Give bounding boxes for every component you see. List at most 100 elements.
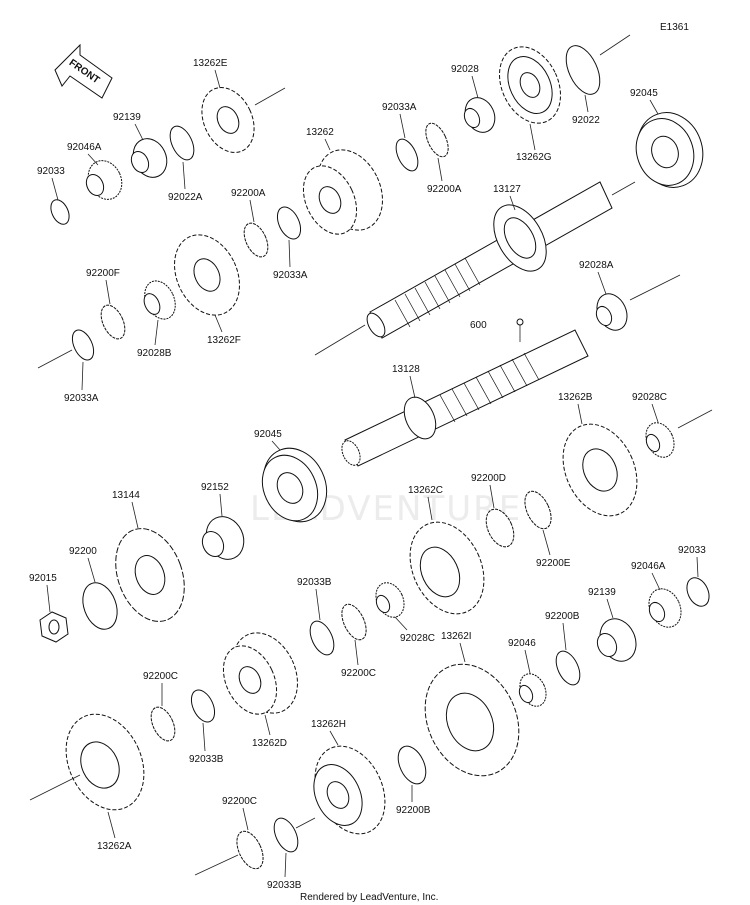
washer-92022A — [169, 125, 195, 161]
needle-bearing-92046A-lower — [648, 588, 682, 628]
part-label: 92033B — [297, 577, 332, 588]
part-label: 92028B — [137, 348, 172, 359]
circlip-92033B-bottom — [273, 817, 299, 853]
part-label: 92045 — [254, 429, 282, 440]
part-label: 92033 — [678, 545, 706, 556]
part-label: 92028 — [451, 64, 479, 75]
diagram-code: E1361 — [660, 22, 689, 33]
part-label: 13262G — [516, 152, 552, 163]
part-label: 13262A — [97, 841, 132, 852]
part-label: 92033B — [189, 754, 224, 765]
gear-13262H — [313, 745, 386, 835]
part-label: 13262B — [558, 392, 593, 403]
part-label: 13262I — [441, 631, 472, 642]
part-label: 92033A — [382, 102, 417, 113]
part-label: 92028A — [579, 260, 614, 271]
leader-lines — [46, 69, 699, 878]
part-label: 92200C — [143, 671, 178, 682]
needle-bearing-92046 — [518, 673, 547, 707]
part-label: 13262E — [193, 58, 228, 69]
part-label: 92200C — [222, 796, 257, 807]
collar-92152 — [201, 516, 245, 560]
sprocket-13144 — [115, 528, 185, 622]
washer-92200 — [82, 582, 118, 630]
part-number-labels: 13262E 92139 92046A 92033 92022A 13262 9… — [29, 58, 706, 891]
part-label: 92200B — [396, 805, 431, 816]
part-label: 92033A — [64, 393, 99, 404]
output-shaft-13127 — [314, 181, 636, 356]
part-label: 92200C — [341, 668, 376, 679]
washer-92200C-bottom — [236, 830, 264, 870]
part-label: 92033A — [273, 270, 308, 281]
washer-92200A-upper — [425, 122, 449, 158]
bushing-92028C-mid — [375, 582, 405, 618]
part-label: 92139 — [113, 112, 141, 123]
bushing-92028 — [463, 97, 496, 133]
needle-bearing-92046A-upper — [85, 160, 123, 200]
part-label: 92028C — [632, 392, 667, 403]
part-label: 13127 — [493, 184, 521, 195]
part-label: 92028C — [400, 633, 435, 644]
front-arrow-icon: FRONT — [54, 43, 113, 99]
washer-92200E — [524, 490, 552, 530]
bearing-92045-lower — [261, 447, 328, 523]
part-label: 13262C — [408, 485, 443, 496]
bushing-92139-lower — [596, 618, 637, 662]
washer-92200B-right — [555, 650, 581, 686]
nut-92015 — [39, 611, 69, 643]
part-label: 92200B — [545, 611, 580, 622]
washer-92200C-left — [150, 706, 176, 742]
circlip-92033A-lower — [71, 329, 95, 361]
part-label: 92015 — [29, 573, 57, 584]
washer-92200A-mid — [243, 222, 269, 258]
circlip-92033B-left — [190, 689, 216, 723]
part-label: 92139 — [588, 587, 616, 598]
part-label: 92200F — [86, 268, 120, 279]
gear-13262 — [302, 149, 383, 235]
circlip-92033B-mid — [309, 620, 335, 656]
input-shaft-13128 — [341, 318, 589, 467]
washer-92200F — [100, 304, 126, 340]
bushing-92028C-upper — [645, 409, 713, 458]
part-label: 92046A — [67, 142, 102, 153]
part-label: 92022 — [572, 115, 600, 126]
part-label: 92022A — [168, 192, 203, 203]
part-label: 13262F — [207, 335, 241, 346]
circlip-92033-upper — [50, 199, 70, 225]
part-label: 92033B — [267, 880, 302, 891]
gear-13262E — [201, 87, 286, 153]
part-label: 92200E — [536, 558, 571, 569]
bearing-92045-upper — [635, 112, 704, 188]
gear-13262B — [562, 423, 638, 517]
washer-92200D — [485, 508, 515, 548]
part-label: 92045 — [630, 88, 658, 99]
circlip-92033-lower — [686, 577, 710, 607]
part-label: 13262D — [252, 738, 287, 749]
bushing-92028A — [595, 274, 681, 331]
part-label: 13144 — [112, 490, 140, 501]
circlip-92033A-mid — [276, 206, 302, 240]
bushing-92028B — [143, 280, 176, 320]
part-label: 92046 — [508, 638, 536, 649]
part-label: 92200A — [427, 184, 462, 195]
part-label: 92200 — [69, 546, 97, 557]
part-label: 13128 — [392, 364, 420, 375]
washer-92200C-mid — [341, 603, 367, 641]
gear-13262I — [424, 663, 520, 777]
part-label: 92152 — [201, 482, 229, 493]
part-label: 92200D — [471, 473, 506, 484]
gear-13262F — [174, 234, 240, 316]
washer-92022 — [565, 45, 601, 95]
gear-13262G — [499, 46, 561, 124]
gear-13262D — [222, 632, 298, 715]
gear-13262A — [29, 713, 145, 811]
part-label: 92200A — [231, 188, 266, 199]
bushing-92139-upper — [130, 138, 168, 178]
part-label: 600 — [470, 320, 487, 331]
part-label: 92033 — [37, 166, 65, 177]
part-label: 13262H — [311, 719, 346, 730]
washer-92200B-lower — [397, 745, 427, 785]
part-label: 92046A — [631, 561, 666, 572]
footer-credit: Rendered by LeadVenture, Inc. — [300, 892, 438, 903]
